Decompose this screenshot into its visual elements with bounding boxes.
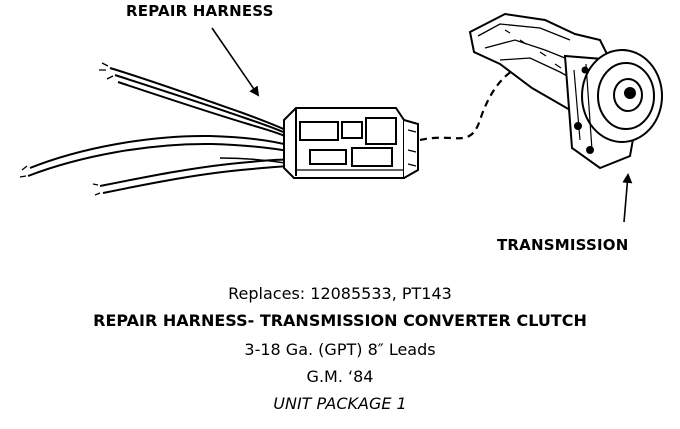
transmission-icon	[468, 12, 663, 170]
repair-harness-label: REPAIR HARNESS	[126, 2, 274, 20]
transmission-arrow-icon	[622, 173, 633, 223]
product-title: REPAIR HARNESS- TRANSMISSION CONVERTER C…	[93, 311, 587, 330]
transmission-label: TRANSMISSION	[497, 236, 629, 254]
lead-spec-text: 3-18 Ga. (GPT) 8″ Leads	[244, 340, 436, 359]
connector-icon	[283, 107, 419, 179]
model-year-text: G.M. ‘84	[306, 367, 374, 386]
replaces-text: Replaces: 12085533, PT143	[228, 284, 452, 303]
harness-arrow-icon	[211, 27, 260, 97]
wire-leads-icon	[19, 62, 296, 196]
package-text: UNIT PACKAGE 1	[273, 394, 407, 413]
